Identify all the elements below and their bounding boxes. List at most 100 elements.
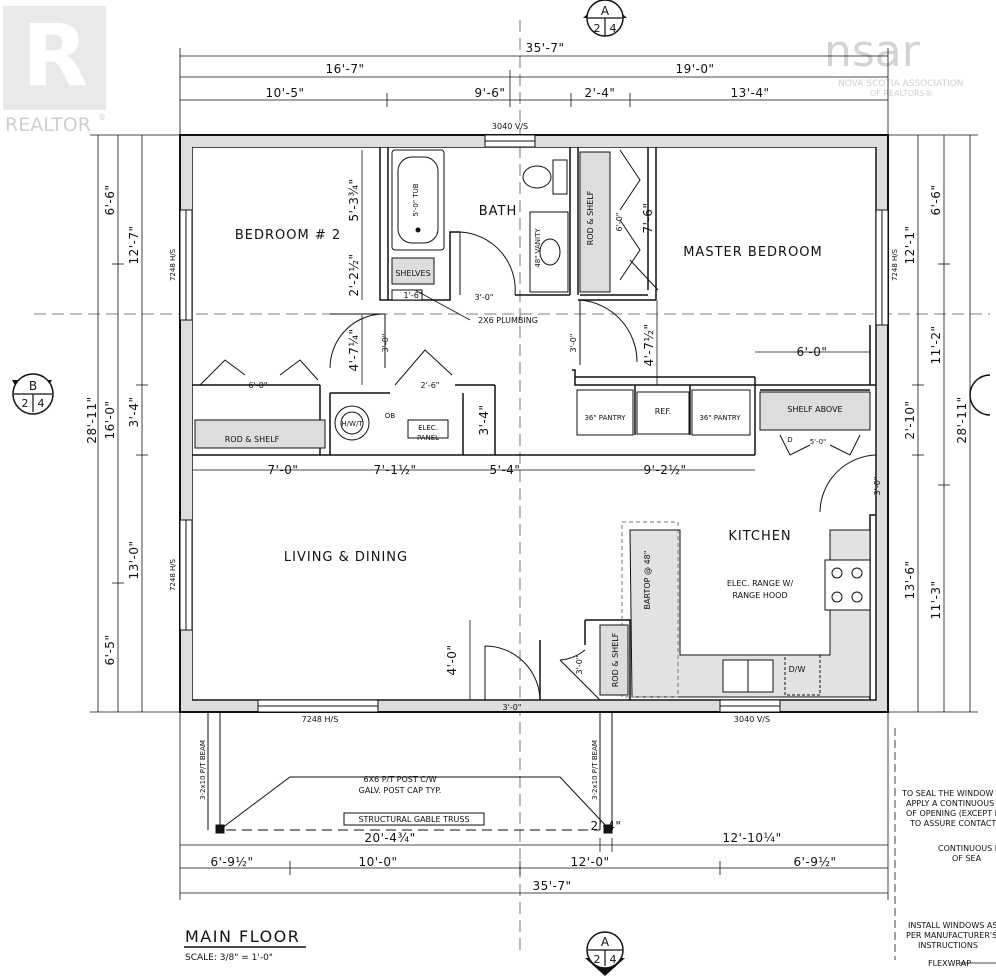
window-top-label: 3040 V/S	[492, 122, 528, 131]
pantry2-label: 36" PANTRY	[699, 414, 741, 422]
dim-bottom-overall: 35'-7"	[532, 879, 571, 893]
bottom-dimensions	[179, 712, 889, 900]
dim-right-e3: 13'-6"	[903, 560, 917, 599]
tub-label: 5'-0" TUB	[412, 183, 420, 216]
kitchen-counters	[621, 521, 871, 698]
note-line-7: INSTALL WINDOWS AS	[908, 921, 996, 930]
dim-shelves-width: 1'-6"	[404, 291, 423, 300]
nsar-line1: NOVA SCOTIA ASSOCIATION	[838, 79, 964, 89]
hwt-label: H/W/T	[341, 420, 363, 428]
dim-side-door: 3'-0"	[873, 477, 882, 496]
section-a-left: 2	[594, 22, 601, 35]
ref-label: REF.	[655, 407, 671, 416]
window-left-lower-label: 7248 H/S	[169, 558, 177, 591]
dim-porch-mid: 2'-4"	[591, 819, 622, 833]
dim-bath-height: 5'-3¾"	[347, 178, 361, 221]
ob-label: OB	[385, 412, 396, 420]
nsar-logo: nsar NOVA SCOTIA ASSOCIATION OF REALTORS…	[824, 26, 964, 98]
dim-top-left-half: 16'-7"	[325, 62, 364, 76]
drawing-title: MAIN FLOOR	[185, 927, 300, 946]
dim-row2: 7'-1½"	[373, 463, 416, 477]
vanity-label: 48" VANITY	[534, 228, 542, 268]
bartop-label: BARTOP @ 48"	[643, 551, 652, 610]
pantry1-label: 36" PANTRY	[584, 414, 626, 422]
section-marker-a-top: A 2 4	[583, 0, 627, 37]
room-bedroom-2: BEDROOM # 2	[235, 228, 341, 243]
dim-left-outer: 28'-11"	[85, 396, 99, 443]
dim-mech-height: 3'-4"	[477, 405, 491, 436]
dim-right-e2: 2'-10"	[903, 400, 917, 439]
dim-closet-height: 7'-6"	[641, 203, 655, 234]
dim-left-d2: 16'-0"	[103, 400, 117, 439]
note-line-3: OF OPENING (EXCEPT B	[906, 809, 996, 818]
dryer-label: D	[787, 436, 792, 444]
note-line-4: TO ASSURE CONTACT	[909, 819, 996, 828]
windows	[179, 134, 889, 713]
plumbing-leader	[414, 289, 471, 321]
section-b-right: 4	[38, 397, 45, 410]
dim-laundry-shelf: 5'-0"	[810, 438, 827, 446]
dim-master-door: 3'-0"	[569, 334, 578, 353]
dim-shelves-height: 2'-2½"	[347, 253, 361, 296]
dim-row3: 5'-4"	[490, 463, 521, 477]
note-line-2: APPLY A CONTINUOUS S	[906, 799, 996, 808]
dim-top-seg3: 2'-4"	[585, 86, 616, 100]
pantry-block	[576, 389, 871, 436]
dim-bottom-seg4: 6'-9½"	[793, 855, 836, 869]
dim-living-height: 4'-0"	[445, 645, 459, 676]
dim-laundry-width: 6'-0"	[797, 345, 828, 359]
dim-overall-top: 35'-7"	[525, 41, 564, 55]
nsar-text: nsar	[824, 26, 921, 77]
section-b-letter: B	[29, 379, 37, 393]
interior-dim-lines	[192, 150, 870, 700]
dim-hwt-width: 2'-6"	[421, 381, 440, 390]
dim-left-e1: 12'-7"	[127, 225, 141, 264]
section-a-right: 4	[610, 22, 617, 35]
rod-shelf-bedroom2-label: ROD & SHELF	[225, 435, 280, 444]
dim-master-height: 4'-7½"	[642, 323, 656, 366]
realtor-logo-mark: R REALTOR ®	[3, 6, 106, 135]
rod-shelf-entry-label: ROD & SHELF	[611, 632, 620, 687]
shelves-label: SHELVES	[395, 269, 430, 278]
window-bottom-left-label: 7248 H/S	[302, 715, 339, 724]
window-left-upper-label: 7248 H/S	[169, 248, 177, 281]
dim-entry-door: 3'-0"	[503, 703, 522, 712]
right-dimensions	[888, 134, 978, 713]
post-label-2: GALV. POST CAP TYP.	[359, 786, 442, 795]
left-dimensions	[90, 134, 180, 713]
room-master-bedroom: MASTER BEDROOM	[683, 245, 823, 260]
shelf-above-label: SHELF ABOVE	[787, 405, 842, 414]
elec-panel-label-1: ELEC.	[418, 424, 438, 432]
room-kitchen: KITCHEN	[728, 529, 791, 544]
dim-top-seg4: 13'-4"	[730, 86, 769, 100]
dim-right-d1: 6'-6"	[929, 185, 943, 216]
dishwasher-label: D/W	[789, 665, 806, 674]
dim-porch-right: 12'-10¼"	[722, 831, 781, 845]
bath-fixtures	[391, 149, 611, 301]
beam-right-label: 3-2x10 P/T BEAM	[591, 740, 599, 800]
drawing-scale: SCALE: 3/8" = 1'-0"	[185, 953, 273, 963]
dim-top-right-half: 19'-0"	[675, 62, 714, 76]
svg-text:R: R	[22, 6, 88, 106]
dim-bottom-seg1: 6'-9½"	[210, 855, 253, 869]
section-b-left: 2	[22, 397, 29, 410]
bedroom2-closet	[194, 419, 326, 449]
dim-hall-height: 4'-7¼"	[347, 328, 361, 371]
dim-closet-door: 3'-0"	[575, 656, 584, 675]
section-marker-b: B 2 4	[12, 373, 54, 415]
plumbing-label: 2X6 PLUMBING	[478, 316, 538, 325]
post-label-1: 6X6 P/T POST C/W	[364, 775, 437, 784]
dim-row1: 7'-0"	[268, 463, 299, 477]
range-label-1: ELEC. RANGE W/	[727, 579, 794, 588]
room-bath: BATH	[479, 204, 518, 219]
mechanical-room	[334, 405, 449, 441]
dim-row4: 9'-2½"	[643, 463, 686, 477]
dim-porch-left: 20'-4¾"	[364, 831, 415, 845]
note-line-1: TO SEAL THE WINDOW F	[901, 789, 996, 798]
dim-bath-door: 3'-0"	[475, 293, 494, 302]
window-bottom-right-label: 3040 V/S	[734, 715, 770, 724]
window-right-upper-label: 7248 H/S	[891, 248, 899, 281]
interior-walls	[192, 147, 876, 700]
section-a-bottom-right: 4	[610, 953, 617, 966]
note-line-8: PER MANUFACTURER'S	[906, 931, 996, 940]
